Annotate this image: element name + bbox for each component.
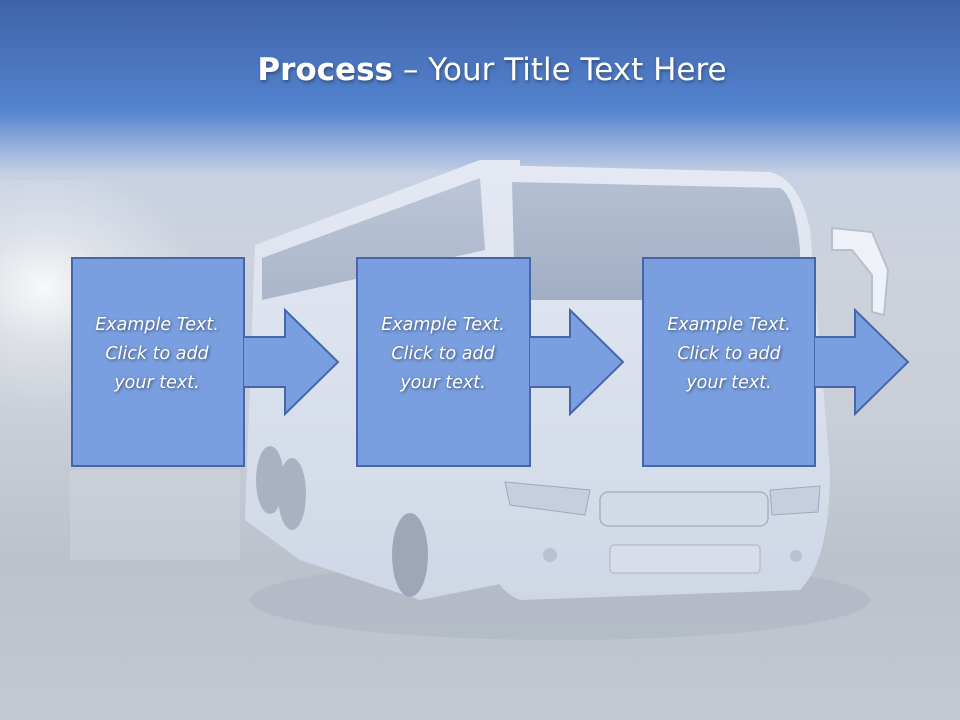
step-text-1[interactable]: Example Text. Click to add your text. <box>71 311 243 398</box>
step-2-line-3: your text. <box>400 373 486 393</box>
step-2-line-1: Example Text. <box>381 315 505 335</box>
step-shape-1 <box>71 257 340 467</box>
slide-title[interactable]: Process – Your Title Text Here <box>0 52 960 88</box>
step-1-line-3: your text. <box>114 373 200 393</box>
step-3-line-1: Example Text. <box>667 315 791 335</box>
step-shape-3 <box>642 257 910 467</box>
step-3-line-3: your text. <box>686 373 772 393</box>
title-rest-text: – Your Title Text Here <box>393 52 727 88</box>
title-bold-text: Process <box>257 52 393 88</box>
step-text-2[interactable]: Example Text. Click to add your text. <box>357 311 529 398</box>
step-1-line-1: Example Text. <box>95 315 219 335</box>
step-1-line-2: Click to add <box>105 344 209 364</box>
step-3-line-2: Click to add <box>677 344 781 364</box>
step-shape-2 <box>356 257 625 467</box>
step-2-line-2: Click to add <box>391 344 495 364</box>
step-text-3[interactable]: Example Text. Click to add your text. <box>643 311 815 398</box>
